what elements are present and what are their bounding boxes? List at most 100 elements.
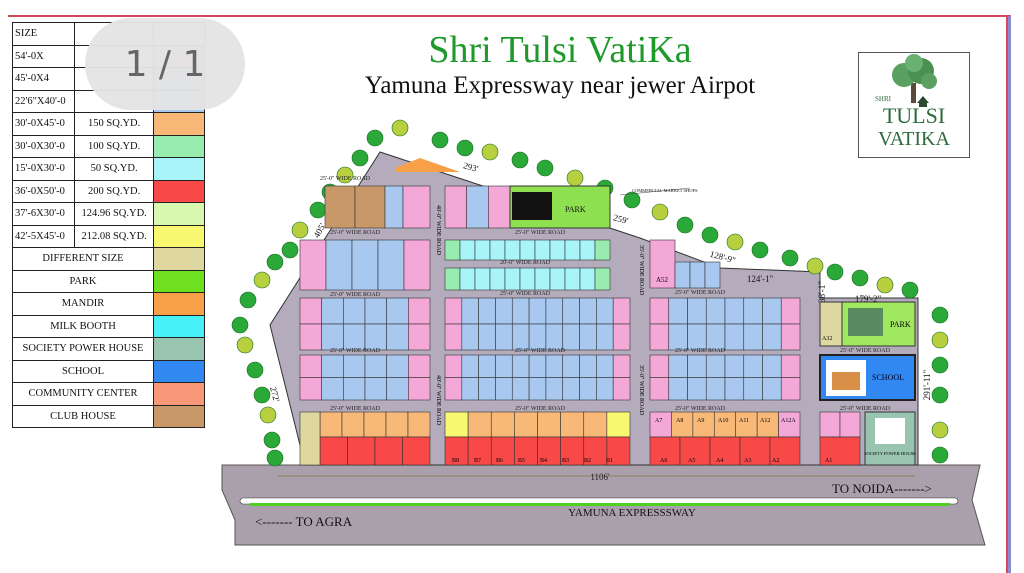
plot: [490, 411, 515, 438]
plot: [671, 411, 694, 438]
plot: [649, 239, 676, 289]
tree-icon: [676, 216, 694, 234]
tree-icon: [266, 253, 284, 271]
tree-icon: [931, 421, 949, 439]
legend-swatch: [153, 202, 205, 226]
tree-icon: [366, 129, 384, 147]
legend-label: SCHOOL: [12, 359, 154, 383]
plot: [408, 297, 431, 325]
plot: [739, 436, 771, 466]
plot: [743, 297, 763, 325]
legend-swatch: [153, 404, 205, 428]
legend-row: PARK: [12, 269, 205, 293]
plot-label: B5: [518, 458, 525, 464]
plot: [321, 323, 344, 351]
tree-icon: [309, 201, 327, 219]
plot-label: A2: [772, 458, 779, 464]
tree-icon: [263, 431, 281, 449]
tree-icon: [291, 221, 309, 239]
legend-row: CLUB HOUSE: [12, 404, 205, 428]
plot: [461, 323, 479, 351]
plot: [444, 239, 461, 261]
plot-label: A3: [744, 458, 751, 464]
legend-row: SCHOOL: [12, 359, 205, 383]
plot: [762, 377, 782, 401]
plot: [408, 354, 431, 378]
road-label: 25'-0" WIDE ROAD: [675, 290, 726, 296]
plot-label: A6: [660, 458, 667, 464]
legend-size: 42'-5X45'-0: [11, 224, 76, 248]
plot: [562, 377, 580, 401]
tree-icon: [806, 257, 824, 275]
road-label: 25'-0" WIDE ROAD: [840, 406, 891, 412]
dimension-r3: 38'-1": [817, 281, 827, 303]
road-label: 25'-0" WIDE ROAD: [330, 230, 381, 236]
legend-size: 22'6"X40'-0: [11, 89, 76, 113]
legend-header: SIZE: [11, 22, 76, 46]
plot: [596, 354, 614, 378]
plot: [668, 377, 688, 401]
dimension-left_lower: 272': [268, 386, 282, 404]
tree-icon: [246, 361, 264, 379]
legend-area: 124.96 SQ.YD.: [74, 202, 154, 226]
plot-label: B6: [496, 458, 503, 464]
plot: [495, 377, 513, 401]
plot: [560, 411, 585, 438]
plot: [374, 436, 403, 466]
plot: [704, 261, 721, 289]
plot: [489, 267, 506, 291]
plot: [504, 267, 521, 291]
dimension-r4: 179'-2": [855, 294, 882, 304]
callout-line: [619, 187, 691, 196]
plot: [514, 411, 538, 438]
plot: [649, 323, 670, 351]
plot: [562, 354, 580, 378]
plot: [606, 436, 631, 466]
plot: [444, 411, 469, 438]
plot: [467, 411, 492, 438]
plot: [488, 185, 511, 229]
legend-label: SOCIETY POWER HOUSE: [12, 337, 154, 361]
tree-icon: [781, 249, 799, 267]
plot: [819, 411, 841, 438]
road-label: 25'-0" WIDE ROAD: [515, 348, 566, 354]
plot: [534, 267, 551, 291]
plot: [495, 354, 513, 378]
road-label: 25'-0" WIDE ROAD: [515, 406, 566, 412]
plot: [687, 354, 707, 378]
tree-icon: [726, 233, 744, 251]
tree-icon: [536, 159, 554, 177]
plot: [354, 185, 386, 229]
plot-label: A1: [825, 458, 832, 464]
plot: [612, 377, 631, 401]
road-label: 25'-0" WIDE ROAD: [675, 348, 726, 354]
legend-label: PARK: [12, 269, 154, 293]
direction-noida: TO NOIDA------->: [832, 481, 932, 496]
tree-icon: [281, 241, 299, 259]
plot: [762, 354, 782, 378]
legend-swatch: [153, 179, 205, 203]
page-subtitle: Yamuna Expressway near jewer Airpot: [364, 72, 756, 99]
plot: [299, 411, 321, 466]
plot: [461, 297, 479, 325]
plot: [444, 297, 463, 325]
plot: [299, 354, 322, 378]
plot-label: B8: [452, 458, 459, 464]
plot-label: B4: [540, 458, 547, 464]
plot: [474, 239, 491, 261]
legend-swatch: [153, 359, 205, 383]
legend-area: 100 SQ.YD.: [74, 134, 154, 158]
plot-label: A11: [739, 418, 749, 424]
legend-swatch: [153, 269, 205, 293]
tree-icon: [931, 356, 949, 374]
plot: [819, 436, 861, 466]
plot-label: A4: [716, 458, 723, 464]
plot: [537, 411, 561, 438]
park-label: PARK: [890, 320, 911, 329]
plot: [299, 297, 322, 325]
tree-icon: [391, 119, 409, 137]
plot-label: A7: [655, 418, 662, 424]
plot: [649, 377, 670, 401]
